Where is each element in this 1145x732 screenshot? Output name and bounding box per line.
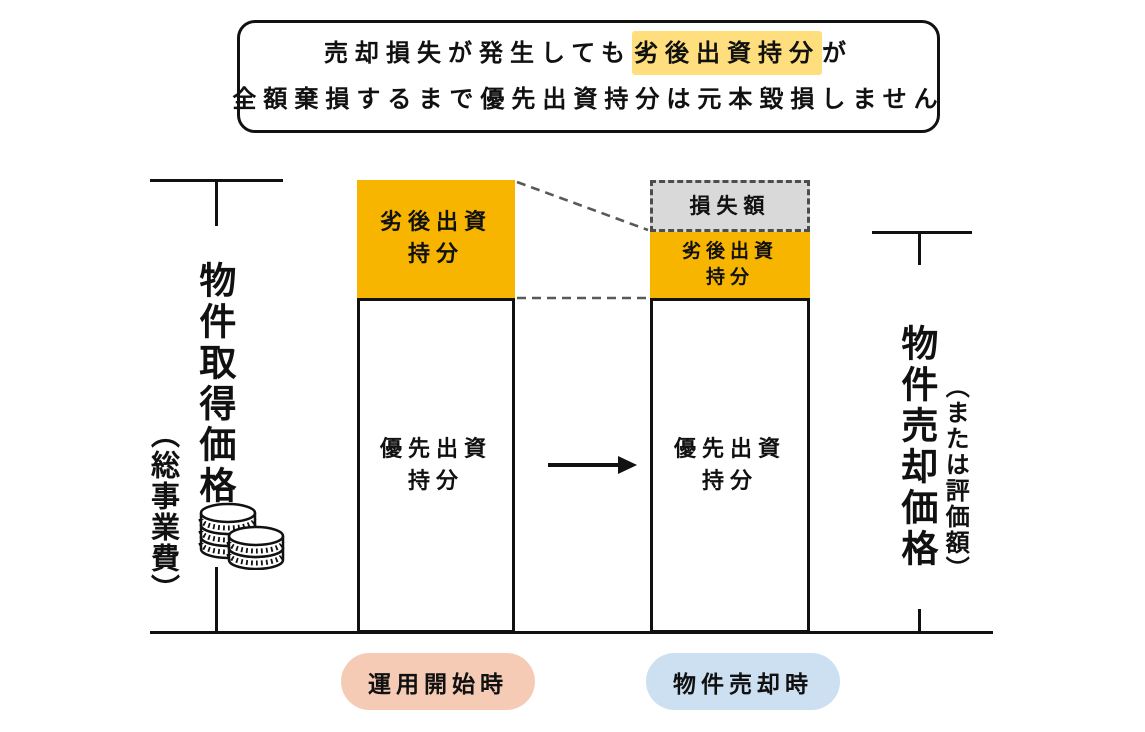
start-caption-pill: 運用開始時	[341, 653, 535, 710]
callout-line2: 全額棄損するまで優先出資持分は元本毀損しません	[232, 85, 945, 113]
start-senior-label-line2: 持分	[407, 468, 464, 494]
start-subordinated-box: 劣後出資 持分	[357, 180, 515, 298]
sale-senior-label-line2: 持分	[701, 468, 758, 494]
right-bracket-top-line	[872, 231, 972, 234]
left-bracket-top-tick	[215, 179, 218, 226]
dashed-connector-diagonal	[516, 180, 649, 232]
sale-subordinated-box: 劣後出資 持分	[650, 232, 810, 298]
callout-highlight: 劣後出資持分	[632, 30, 823, 75]
right-bracket-top-tick	[918, 231, 921, 265]
right-axis-sublabel: （または評価額）	[941, 374, 970, 582]
callout-line1: 売却損失が発生しても劣後出資持分が	[323, 30, 854, 75]
sale-caption-label: 物件売却時	[673, 671, 813, 698]
callout-box: 売却損失が発生しても劣後出資持分が 全額棄損するまで優先出資持分は元本毀損しませ…	[232, 20, 940, 133]
loss-label: 損失額	[689, 193, 771, 218]
loss-box: 損失額	[650, 180, 810, 232]
right-axis-label: 物件売却価格	[894, 324, 938, 570]
left-axis-sublabel: （総事業費）	[146, 419, 181, 605]
start-senior-label-line1: 優先出資	[379, 436, 492, 462]
right-bracket-bottom-tick	[918, 609, 921, 634]
start-caption-label: 運用開始時	[368, 671, 508, 698]
sale-caption-pill: 物件売却時	[646, 653, 840, 710]
left-bracket-bottom-tick	[215, 567, 218, 634]
transition-arrow	[548, 456, 637, 474]
baseline	[150, 631, 993, 634]
callout-line1-after: が	[822, 38, 854, 67]
sale-subordinated-label-line2: 持分	[705, 266, 754, 288]
start-senior-box: 優先出資 持分	[357, 298, 515, 633]
sale-subordinated-label-line1: 劣後出資	[681, 240, 778, 263]
callout-line1-before: 売却損失が発生しても	[323, 38, 633, 67]
sale-senior-box: 優先出資 持分	[650, 298, 810, 633]
sale-senior-label-line1: 優先出資	[673, 436, 786, 462]
coins-icon	[198, 502, 286, 570]
start-subordinated-label-line2: 持分	[407, 242, 464, 267]
start-subordinated-label-line1: 劣後出資	[379, 210, 492, 236]
left-axis-label: 物件取得価格	[192, 261, 236, 507]
